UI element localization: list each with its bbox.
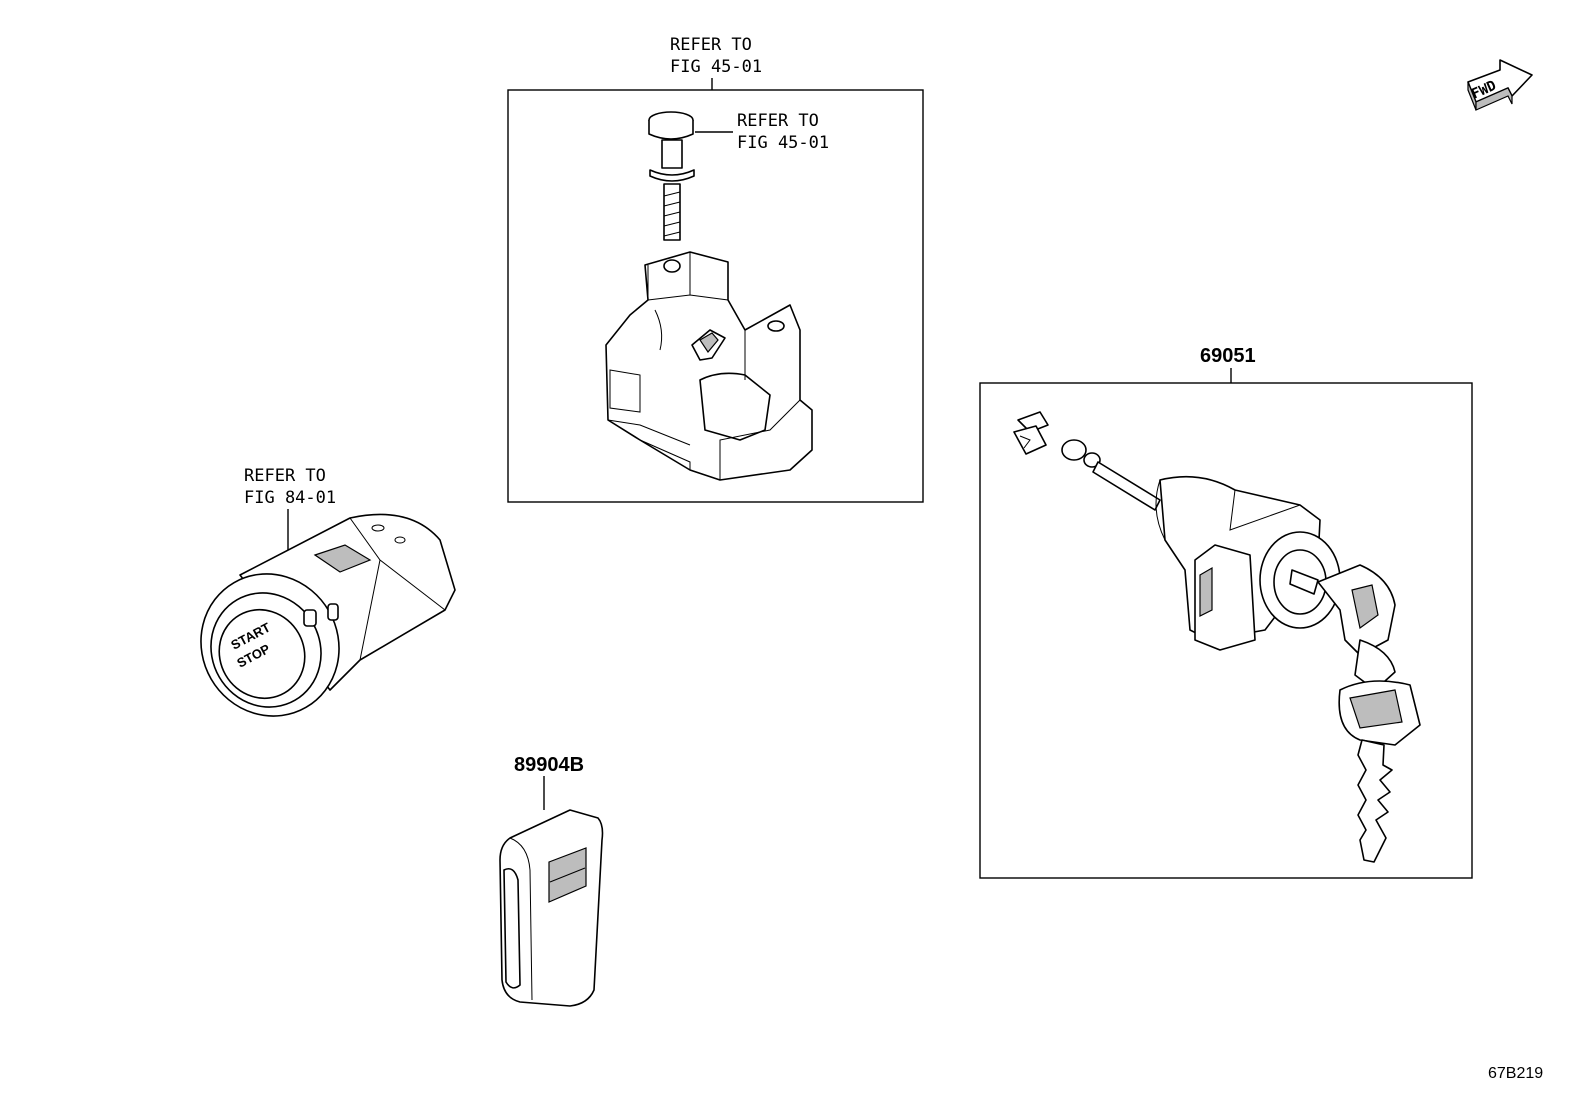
start-switch-ref-line1: REFER TO	[244, 466, 326, 486]
top-ref-group: REFER TO FIG 45-01 REFER TO FIG 45-01	[507, 35, 924, 503]
top-box-ref-line1: REFER TO	[670, 35, 752, 55]
steering-lock-housing-icon	[605, 251, 813, 481]
bolt-ref-line2: FIG 45-01	[737, 133, 829, 153]
lock-set-box	[979, 382, 1473, 879]
lock-set-part-number: 69051	[1200, 345, 1256, 367]
bolt-ref-line1: REFER TO	[737, 111, 819, 131]
start-switch-group: REFER TO FIG 84-01 START STOP	[200, 466, 456, 717]
remote-group: 89904B	[499, 754, 604, 1007]
start-stop-switch-icon: START STOP	[200, 513, 456, 717]
smart-key-fob-icon	[499, 809, 604, 1007]
bolt-icon	[648, 111, 695, 241]
top-box-ref-line2: FIG 45-01	[670, 57, 762, 77]
figure-code: 67B219	[1488, 1065, 1543, 1082]
steering-lock-box	[507, 89, 924, 503]
start-switch-ref-line2: FIG 84-01	[244, 488, 336, 508]
fwd-direction-badge: FWD	[1467, 59, 1533, 111]
remote-part-number: 89904B	[514, 754, 584, 776]
door-lock-cylinder-icon	[1013, 411, 1421, 863]
lock-set-group: 69051	[979, 345, 1473, 879]
